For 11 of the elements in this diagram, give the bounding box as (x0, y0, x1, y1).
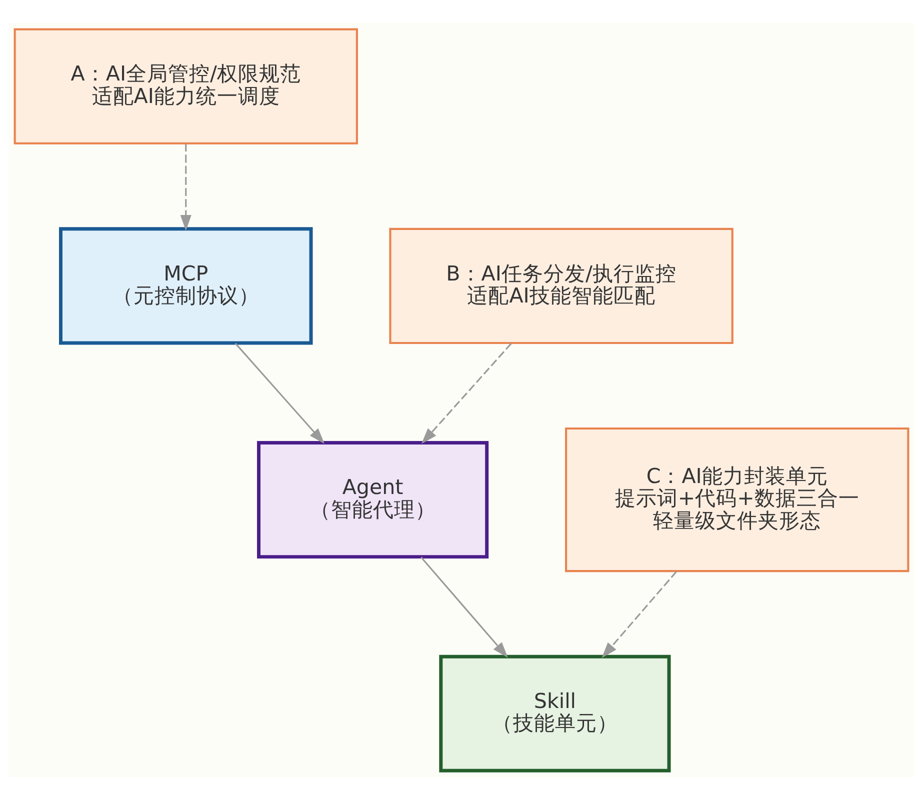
node-box: C：AI能力封装单元 提示词+代码+数据三合一 轻量级文件夹形态 (565, 427, 910, 572)
node-box: Agent （智能代理） (257, 441, 489, 559)
node-box: MCP （元控制协议） (59, 227, 313, 345)
arrow (180, 144, 192, 231)
arrow (420, 556, 508, 658)
node-box: A：AI全局管控/权限规范 适配AI能力统一调度 (14, 28, 358, 144)
node-box: B：AI任务分发/执行监控 适配AI技能智能匹配 (389, 228, 734, 344)
arrow (602, 571, 678, 658)
arrow (234, 342, 325, 444)
node-box: Skill （技能单元） (439, 654, 671, 772)
arrow (421, 342, 512, 444)
